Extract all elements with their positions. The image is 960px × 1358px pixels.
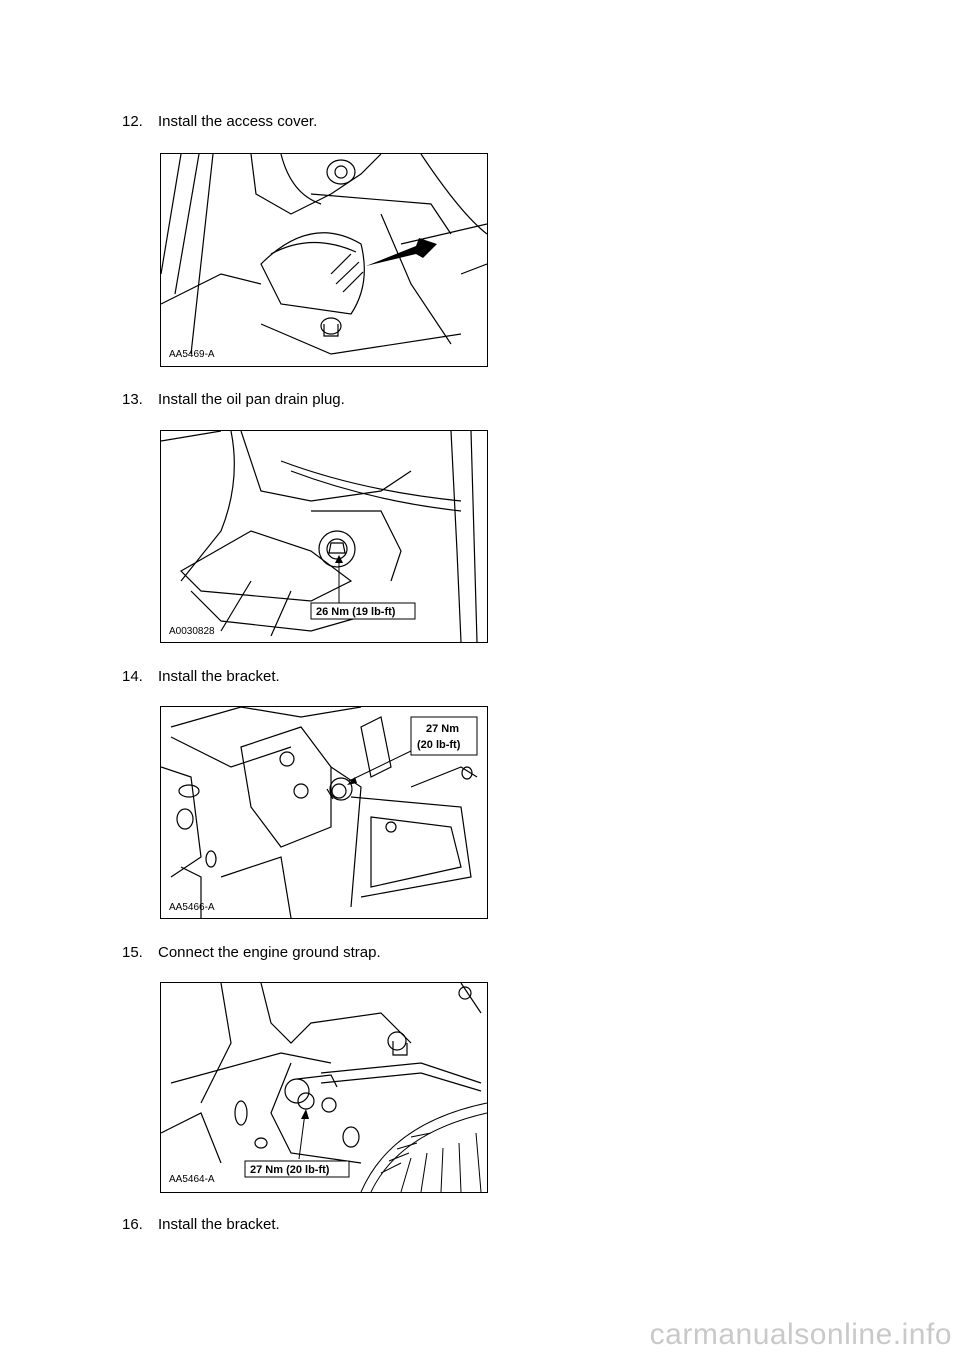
oil-pan-drain-plug-illustration: 26 Nm (19 lb-ft) A0030828 bbox=[161, 431, 478, 642]
figure-ground-strap: 27 Nm (20 lb-ft) AA5464-A bbox=[160, 982, 488, 1193]
step-13: 13. Install the oil pan drain plug. bbox=[122, 391, 345, 409]
step-number: 12. bbox=[122, 113, 143, 130]
torque-callout: 27 Nm (20 lb-ft) bbox=[250, 1164, 330, 1176]
torque-callout-nm: 27 Nm bbox=[426, 723, 459, 735]
step-text: Install the bracket. bbox=[158, 668, 280, 685]
step-number: 13. bbox=[122, 391, 143, 408]
step-number: 15. bbox=[122, 944, 143, 961]
watermark: carmanualsonline.info bbox=[649, 1318, 952, 1351]
step-16: 16. Install the bracket. bbox=[122, 1216, 280, 1234]
step-number: 16. bbox=[122, 1216, 143, 1233]
figure-id: AA5469-A bbox=[169, 349, 215, 360]
figure-id: AA5464-A bbox=[169, 1174, 215, 1185]
step-14: 14. Install the bracket. bbox=[122, 668, 280, 686]
torque-callout: 26 Nm (19 lb-ft) bbox=[316, 606, 396, 618]
torque-callout-lbft: (20 lb-ft) bbox=[417, 739, 461, 751]
figure-id: A0030828 bbox=[169, 626, 215, 637]
access-cover-illustration: AA5469-A bbox=[161, 154, 487, 360]
figure-oil-pan-drain-plug: 26 Nm (19 lb-ft) A0030828 bbox=[160, 430, 488, 643]
figure-access-cover: AA5469-A bbox=[160, 153, 488, 367]
step-text: Install the access cover. bbox=[158, 113, 318, 130]
step-12: 12. Install the access cover. bbox=[122, 113, 317, 131]
ground-strap-illustration: 27 Nm (20 lb-ft) AA5464-A bbox=[161, 983, 487, 1192]
step-15: 15. Connect the engine ground strap. bbox=[122, 944, 381, 962]
figure-bracket: 27 Nm (20 lb-ft) AA5466-A bbox=[160, 706, 488, 919]
step-text: Install the bracket. bbox=[158, 1216, 280, 1233]
step-text: Install the oil pan drain plug. bbox=[158, 391, 345, 408]
bracket-illustration: 27 Nm (20 lb-ft) AA5466-A bbox=[161, 707, 478, 918]
step-text: Connect the engine ground strap. bbox=[158, 944, 381, 961]
figure-id: AA5466-A bbox=[169, 902, 215, 913]
step-number: 14. bbox=[122, 668, 143, 685]
